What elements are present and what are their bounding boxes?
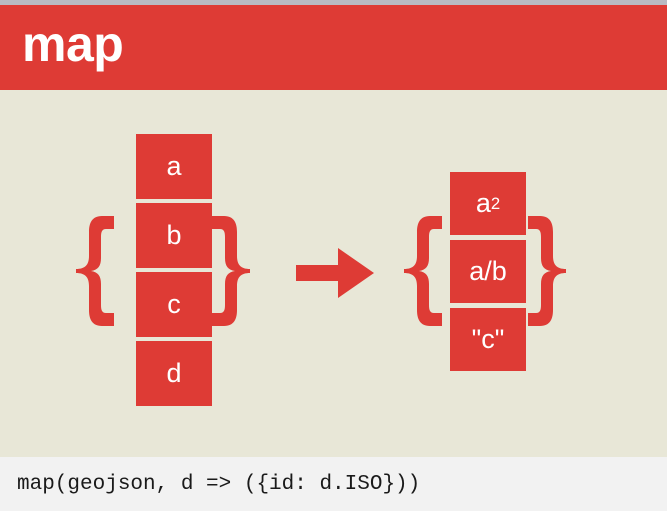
header-bar: map	[0, 5, 667, 90]
output-cell: "c"	[450, 308, 526, 371]
input-cell-stack: a b c d	[136, 134, 212, 406]
code-bar: map(geojson, d => ({id: d.ISO}))	[0, 457, 667, 511]
arrow-right-icon	[296, 248, 374, 298]
code-snippet: map(geojson, d => ({id: d.ISO}))	[17, 472, 421, 496]
top-divider-rule	[0, 0, 667, 5]
output-brace-close-icon	[528, 216, 566, 326]
input-cell: b	[136, 203, 212, 268]
input-cell: a	[136, 134, 212, 199]
output-cell-base: a	[475, 188, 491, 218]
input-brace-open-icon	[76, 216, 114, 326]
input-brace-close-icon	[212, 216, 250, 326]
input-cell: c	[136, 272, 212, 337]
input-cell: d	[136, 341, 212, 406]
output-cell: a/b	[450, 240, 526, 303]
output-brace-open-icon	[404, 216, 442, 326]
page-title: map	[22, 16, 124, 72]
